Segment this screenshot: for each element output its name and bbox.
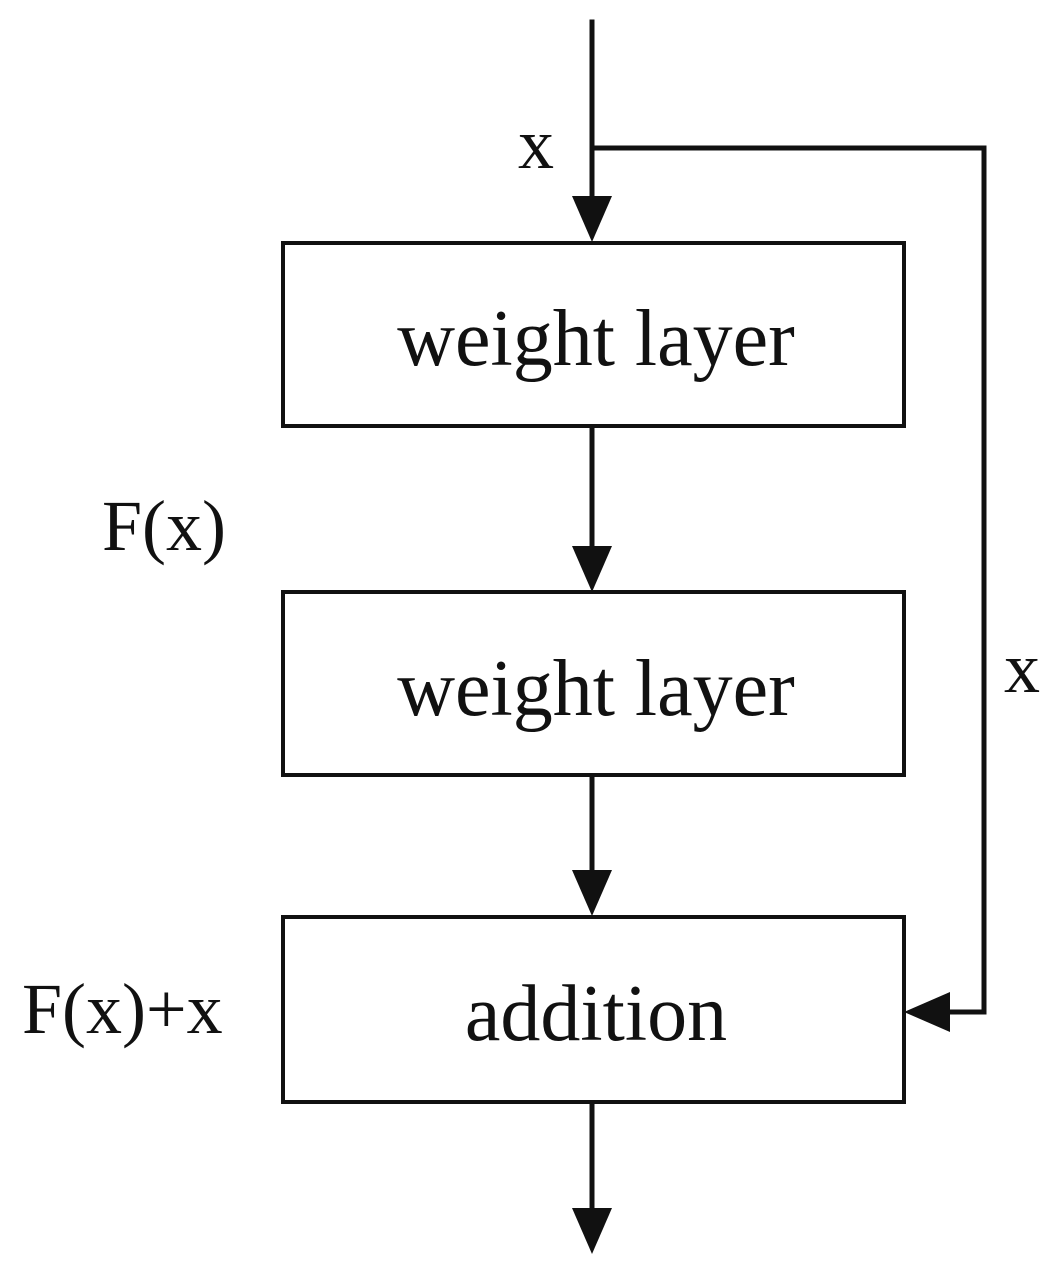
shortcut-x-label: x	[1004, 628, 1040, 708]
weight-layer-label-1: weight layer	[397, 295, 795, 383]
output-arrow	[572, 1101, 612, 1254]
input-x-label: x	[518, 104, 554, 184]
arrow-layer2-to-addition	[572, 774, 612, 916]
weight-layer-label-2: weight layer	[397, 645, 795, 733]
fx-label: F(x)	[102, 486, 226, 566]
weight-layer-box-1: weight layer	[281, 241, 906, 428]
addition-box: addition	[281, 915, 906, 1104]
input-arrow	[572, 19, 612, 242]
arrow-layer1-to-layer2	[572, 425, 612, 592]
addition-label: addition	[465, 970, 727, 1058]
fx-plus-x-label: F(x)+x	[22, 969, 223, 1049]
shortcut-connection	[589, 145, 987, 1032]
weight-layer-box-2: weight layer	[281, 590, 906, 777]
